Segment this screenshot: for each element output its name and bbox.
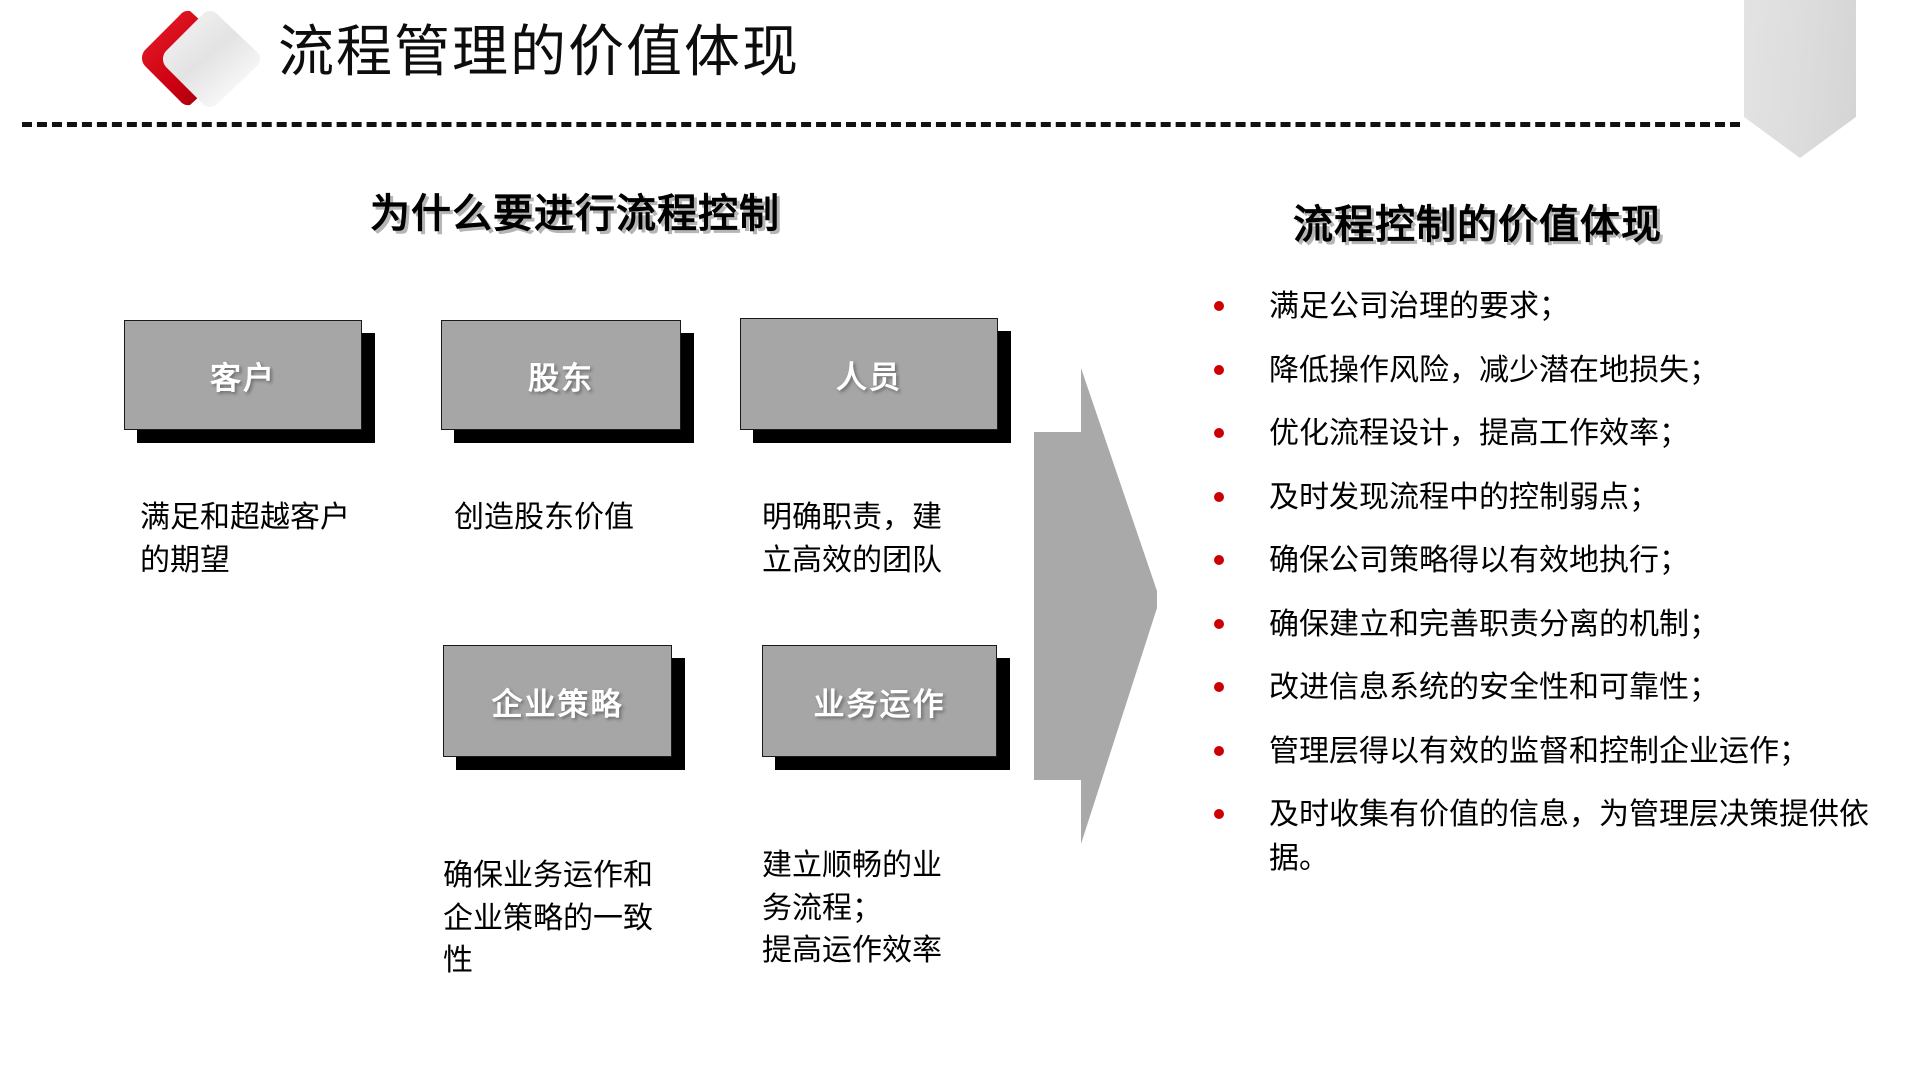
list-item-text: 管理层得以有效的监督和控制企业运作； bbox=[1269, 734, 1809, 768]
gray-ribbon-banner-icon bbox=[1744, 0, 1856, 158]
bullet-dot-icon bbox=[1214, 491, 1224, 502]
stakeholder-caption-customer: 满足和超越客户 的期望 bbox=[140, 501, 350, 577]
bullet-dot-icon bbox=[1214, 555, 1224, 565]
box-label: 客户 bbox=[210, 360, 276, 396]
bullet-dot-icon bbox=[1214, 682, 1224, 692]
bullet-dot-icon bbox=[1214, 745, 1224, 756]
bullet-dot-icon bbox=[1214, 428, 1224, 438]
right-section-heading: 流程控制的价值体现 bbox=[1293, 203, 1662, 247]
list-item-text: 改进信息系统的安全性和可靠性； bbox=[1269, 671, 1719, 704]
list-item: 及时收集有价值的信息，为管理层决策提供依据。 bbox=[1210, 793, 1870, 880]
bullet-dot-icon bbox=[1214, 301, 1224, 311]
stakeholder-caption-strategy: 确保业务运作和 企业策略的一致 性 bbox=[443, 859, 653, 978]
stakeholder-box-personnel[interactable]: 人员 bbox=[740, 318, 998, 430]
box-label: 企业策略 bbox=[491, 686, 624, 722]
list-item: 满足公司治理的要求； bbox=[1210, 285, 1870, 329]
list-item: 改进信息系统的安全性和可靠性； bbox=[1210, 666, 1870, 710]
list-item: 确保建立和完善职责分离的机制； bbox=[1210, 603, 1870, 647]
box-label: 股东 bbox=[528, 360, 594, 396]
stakeholder-box-customer[interactable]: 客户 bbox=[124, 320, 362, 430]
right-arrow-icon bbox=[1034, 362, 1180, 850]
value-bullet-list: 满足公司治理的要求； 降低操作风险，减少潜在地损失； 优化流程设计，提高工作效率… bbox=[1210, 285, 1870, 900]
bullet-dot-icon bbox=[1214, 618, 1224, 629]
list-item-text: 降低操作风险，减少潜在地损失； bbox=[1269, 353, 1719, 387]
list-item: 优化流程设计，提高工作效率； bbox=[1210, 412, 1870, 456]
dashed-divider-icon bbox=[22, 122, 1740, 127]
list-item: 管理层得以有效的监督和控制企业运作； bbox=[1210, 730, 1870, 774]
bullet-dot-icon bbox=[1214, 809, 1224, 819]
list-item: 降低操作风险，减少潜在地损失； bbox=[1210, 349, 1870, 393]
stakeholder-box-shareholder[interactable]: 股东 bbox=[441, 320, 681, 430]
page-title: 流程管理的价值体现 bbox=[278, 20, 800, 83]
list-item-text: 及时收集有价值的信息，为管理层决策提供依据。 bbox=[1269, 798, 1869, 875]
stakeholder-box-operations[interactable]: 业务运作 bbox=[762, 645, 997, 757]
bullet-dot-icon bbox=[1214, 364, 1224, 375]
red-gray-diamond-logo-icon bbox=[128, 6, 266, 110]
left-section-heading: 为什么要进行流程控制 bbox=[370, 192, 780, 236]
stakeholder-caption-shareholder: 创造股东价值 bbox=[454, 501, 634, 534]
list-item-text: 满足公司治理的要求； bbox=[1269, 290, 1569, 323]
stakeholder-caption-operations: 建立顺畅的业 务流程； 提高运作效率 bbox=[762, 849, 942, 968]
list-item: 及时发现流程中的控制弱点； bbox=[1210, 476, 1870, 520]
stakeholder-box-strategy[interactable]: 企业策略 bbox=[443, 645, 672, 757]
list-item-text: 确保公司策略得以有效地执行； bbox=[1269, 544, 1689, 577]
box-label: 业务运作 bbox=[813, 686, 946, 722]
list-item-text: 及时发现流程中的控制弱点； bbox=[1269, 480, 1659, 514]
list-item: 确保公司策略得以有效地执行； bbox=[1210, 539, 1870, 583]
box-label: 人员 bbox=[836, 359, 902, 395]
list-item-text: 确保建立和完善职责分离的机制； bbox=[1269, 607, 1719, 641]
list-item-text: 优化流程设计，提高工作效率； bbox=[1269, 417, 1689, 450]
stakeholder-caption-personnel: 明确职责，建 立高效的团队 bbox=[762, 501, 942, 577]
